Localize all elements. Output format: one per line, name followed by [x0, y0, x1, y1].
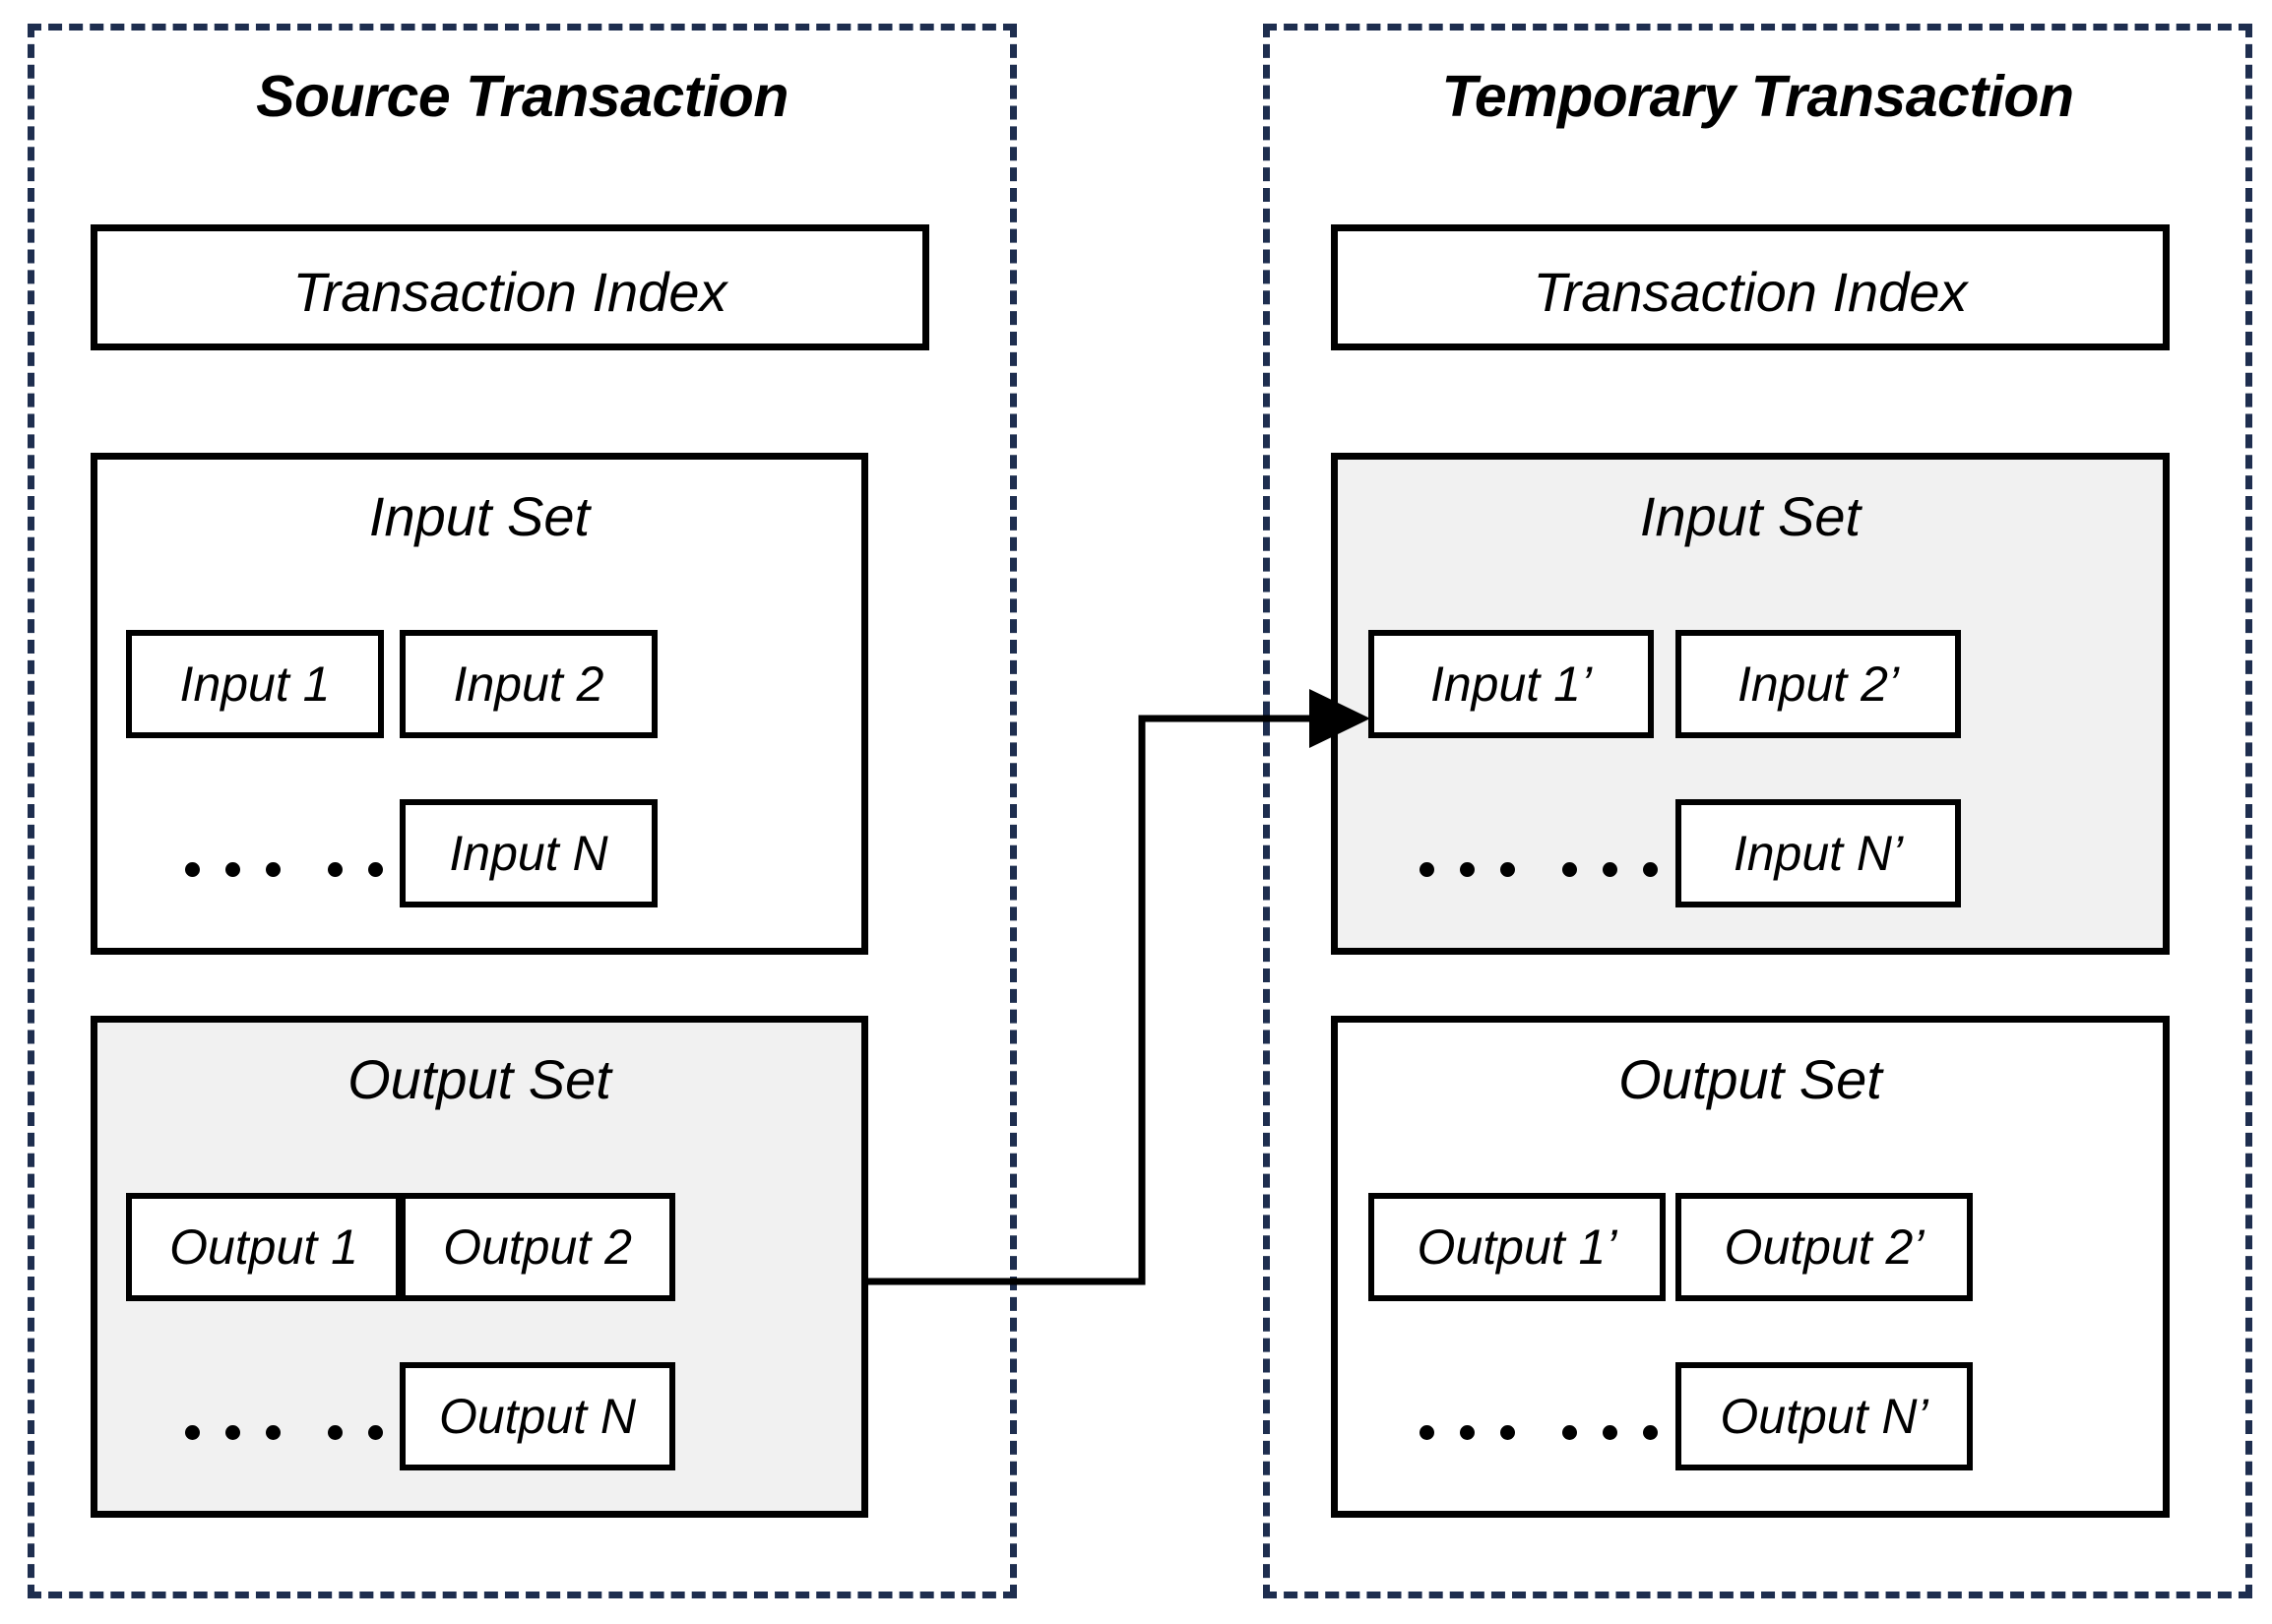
temp-input-2-chip: Input 2’: [1675, 630, 1961, 738]
source-input-n-chip: Input N: [400, 799, 658, 907]
temporary-transaction-title: Temporary Transaction: [1441, 64, 2075, 129]
source-transaction-index-box: Transaction Index: [91, 224, 929, 350]
source-input-2-chip: Input 2: [400, 630, 658, 738]
temp-input-ellipsis: [1420, 859, 1658, 879]
source-transaction-title: Source Transaction: [256, 64, 789, 129]
source-output-ellipsis: [185, 1422, 423, 1442]
source-transaction-index-label: Transaction Index: [292, 261, 727, 323]
source-input-set-label: Input Set: [368, 485, 591, 547]
source-input-ellipsis: [185, 859, 423, 879]
temp-transaction-index-box: Transaction Index: [1331, 224, 2170, 350]
source-output-set-label: Output Set: [347, 1048, 611, 1110]
source-output-2-chip: Output 2: [400, 1193, 675, 1301]
temp-input-1-chip: Input 1’: [1368, 630, 1654, 738]
temp-output-1-chip: Output 1’: [1368, 1193, 1666, 1301]
source-output-n-chip: Output N: [400, 1362, 675, 1470]
temp-output-n-chip: Output N’: [1675, 1362, 1973, 1470]
temp-input-n-chip: Input N’: [1675, 799, 1961, 907]
temp-output-2-chip: Output 2’: [1675, 1193, 1973, 1301]
temp-transaction-index-label: Transaction Index: [1533, 261, 1968, 323]
temp-output-set-label: Output Set: [1618, 1048, 1882, 1110]
temp-input-set-label: Input Set: [1639, 485, 1862, 547]
source-output-1-chip: Output 1: [126, 1193, 402, 1301]
temp-output-ellipsis: [1420, 1422, 1658, 1442]
source-input-1-chip: Input 1: [126, 630, 384, 738]
